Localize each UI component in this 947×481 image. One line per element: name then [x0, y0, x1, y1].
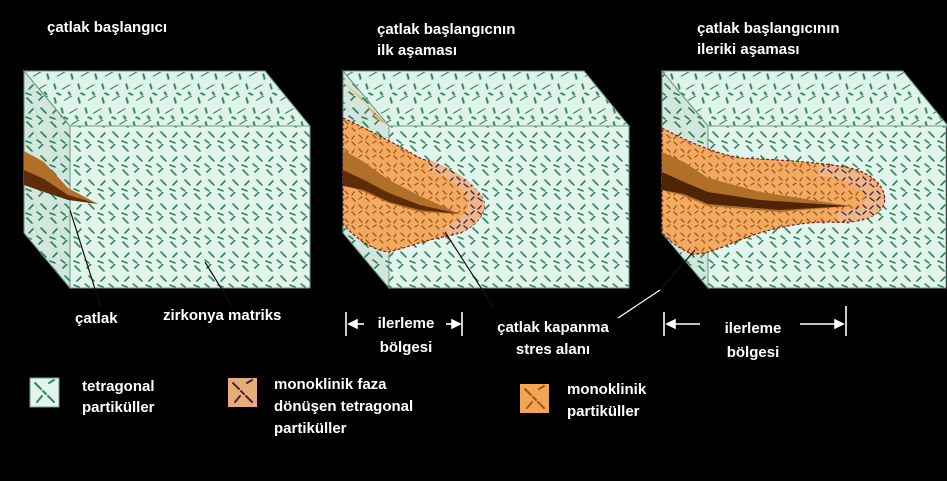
block1-right-face	[70, 126, 310, 288]
block-crack-initiation	[24, 71, 310, 288]
legend-swatch-transforming	[228, 378, 257, 407]
label-crack: çatlak	[75, 309, 118, 328]
panel3-title-line1: çatlak başlangıcının	[697, 19, 840, 38]
block-later-stage	[662, 71, 947, 288]
legend-tetragonal-line1: tetragonal	[82, 377, 155, 396]
legend-swatch-monoclinic	[520, 384, 549, 413]
label-closure-stress-line2: stres alanı	[478, 340, 628, 359]
legend-transforming-line3: partiküller	[274, 419, 347, 438]
legend-tetragonal-line2: partiküller	[82, 398, 155, 417]
block-initial-stage	[343, 71, 629, 288]
panel1-title: çatlak başlangıcı	[47, 18, 167, 37]
block3-top-face	[662, 71, 947, 126]
legend-swatch-tetragonal	[30, 378, 59, 407]
label-advance-zone-1-line1: ilerleme	[366, 314, 446, 333]
panel3-title-line2: ileriki aşaması	[697, 40, 800, 59]
leader-closure-block3-dark	[660, 250, 695, 290]
leader-closure-block3	[618, 290, 660, 318]
label-advance-zone-1-line2: bölgesi	[366, 338, 446, 357]
label-closure-stress-line1: çatlak kapanma	[478, 318, 628, 337]
panel2-title-line1: çatlak başlangıcnın	[377, 20, 515, 39]
panel2-title-line2: ilk aşaması	[377, 41, 457, 60]
legend-monoclinic-line1: monoklinik	[567, 380, 646, 399]
label-advance-zone-2-line2: bölgesi	[710, 343, 796, 362]
legend-transforming-line1: monoklinik faza	[274, 375, 387, 394]
legend-monoclinic-line2: partiküller	[567, 402, 640, 421]
legend-transforming-line2: dönüşen tetragonal	[274, 397, 413, 416]
block2-top-face	[343, 71, 629, 126]
label-advance-zone-2-line1: ilerleme	[710, 319, 796, 338]
label-zirconia-matrix: zirkonya matriks	[163, 306, 281, 325]
block1-top-face	[24, 71, 310, 126]
